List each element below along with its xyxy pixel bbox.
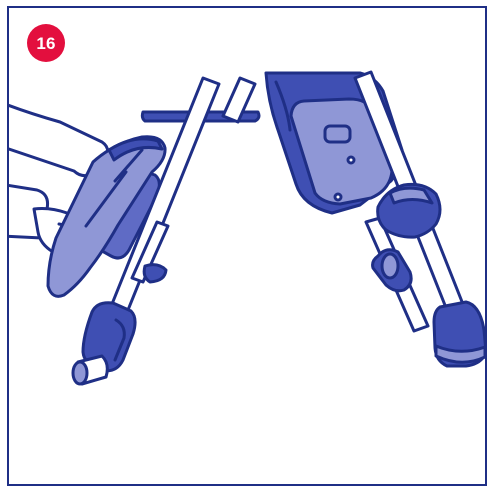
- seat-slot: [325, 126, 350, 142]
- step-number-badge: 16: [27, 24, 65, 62]
- left-wheel-icon: [73, 356, 107, 384]
- right-leg-bracket-top: [390, 188, 432, 203]
- left-leg-pivot: [144, 265, 166, 282]
- seat-hole-1: [348, 157, 354, 163]
- seat-hole-2: [335, 194, 341, 200]
- right-leg-joint-knob: [382, 254, 398, 278]
